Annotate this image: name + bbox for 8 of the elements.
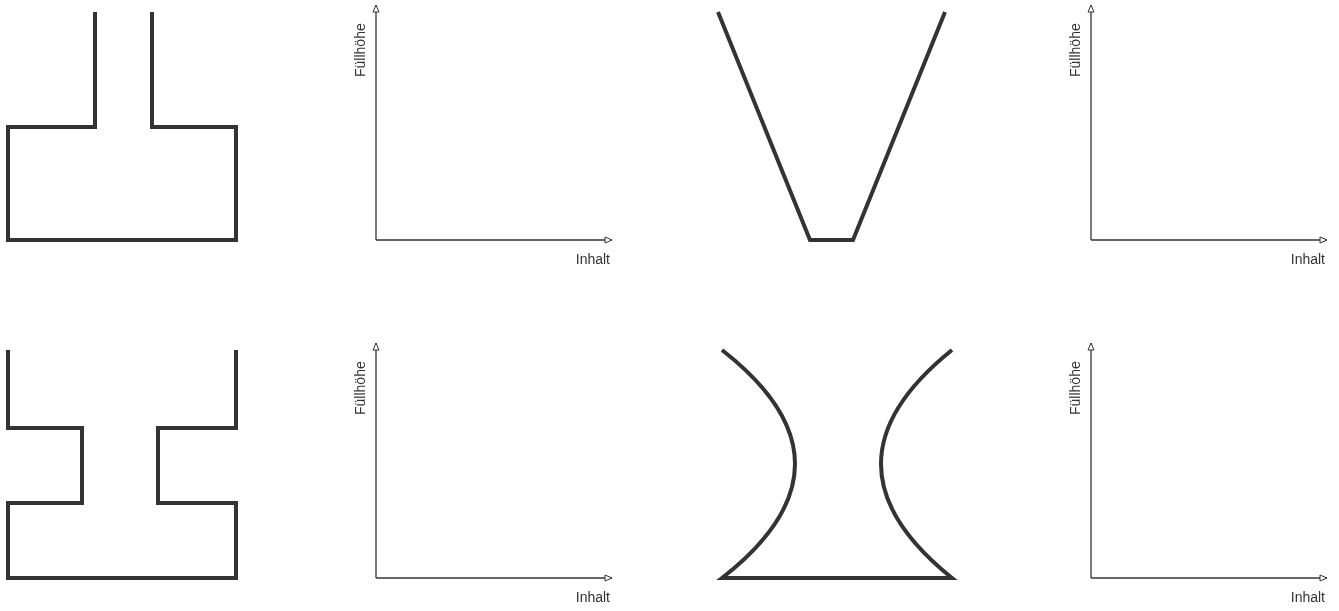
axis-label: Inhalt xyxy=(1290,589,1325,605)
axis-label: Inhalt xyxy=(1290,251,1325,267)
axis-label: Inhalt xyxy=(575,251,610,267)
axis-label: Füllhöhe xyxy=(1067,23,1083,77)
axis-label: Füllhöhe xyxy=(352,23,368,77)
axis-label: Füllhöhe xyxy=(352,361,368,415)
axis-label: Füllhöhe xyxy=(1067,361,1083,415)
axis-label: Inhalt xyxy=(575,589,610,605)
